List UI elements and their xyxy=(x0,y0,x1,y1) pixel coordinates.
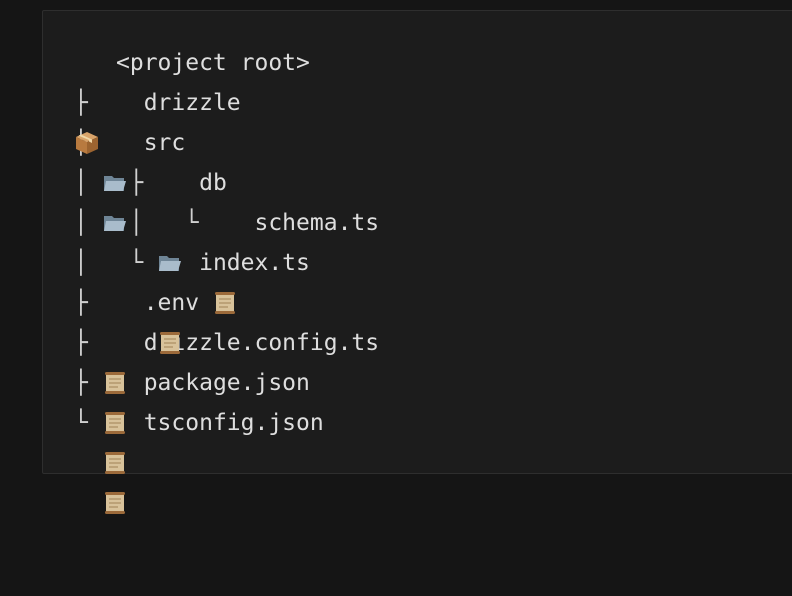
tree-label: index.ts xyxy=(199,250,310,276)
folder-icon xyxy=(102,90,128,191)
tree-prefix: ├ xyxy=(74,90,102,116)
scroll-icon xyxy=(102,290,128,394)
folder-icon xyxy=(157,170,183,271)
tree-label: tsconfig.json xyxy=(143,410,324,436)
tree-label: drizzle xyxy=(143,90,241,116)
scroll-icon xyxy=(212,210,238,314)
package-icon xyxy=(74,50,100,154)
tree-label: package.json xyxy=(143,370,310,396)
tree-row-folder[interactable]: │ ├ db xyxy=(74,163,379,271)
tree-prefix: ├ xyxy=(74,290,102,316)
tree-prefix: │ ├ xyxy=(74,170,144,196)
tree-prefix: └ xyxy=(74,410,102,436)
file-tree: <project root> ├ drizzle ├ src │ ├ xyxy=(74,43,380,514)
tree-row-root: <project root> xyxy=(74,43,379,154)
scroll-icon xyxy=(102,370,128,474)
tree-row-file[interactable]: ├ package.json xyxy=(74,363,379,474)
tree-prefix: │ │ └ xyxy=(74,210,213,236)
tree-label: src xyxy=(143,130,186,156)
tree-label: <project root> xyxy=(116,50,310,76)
tree-prefix: ├ xyxy=(74,330,102,356)
tree-prefix: ├ xyxy=(74,370,102,396)
tree-label: schema.ts xyxy=(254,210,380,236)
tree-row-file[interactable]: ├ .env xyxy=(74,283,379,394)
scroll-icon xyxy=(157,250,183,354)
code-block-panel xyxy=(42,10,792,474)
tree-row-file[interactable]: │ └ index.ts xyxy=(74,243,379,354)
tree-label: db xyxy=(199,170,227,196)
tree-row-folder[interactable]: ├ drizzle xyxy=(74,83,379,191)
folder-icon xyxy=(102,130,128,231)
tree-row-file[interactable]: │ │ └ schema.ts xyxy=(74,203,380,314)
tree-row-file[interactable]: ├ drizzle.config.ts xyxy=(74,323,380,434)
scroll-icon xyxy=(102,410,128,514)
tree-label: drizzle.config.ts xyxy=(143,330,380,356)
tree-label: .env xyxy=(143,290,200,316)
tree-prefix: │ └ xyxy=(74,250,158,276)
scroll-icon xyxy=(102,330,128,434)
